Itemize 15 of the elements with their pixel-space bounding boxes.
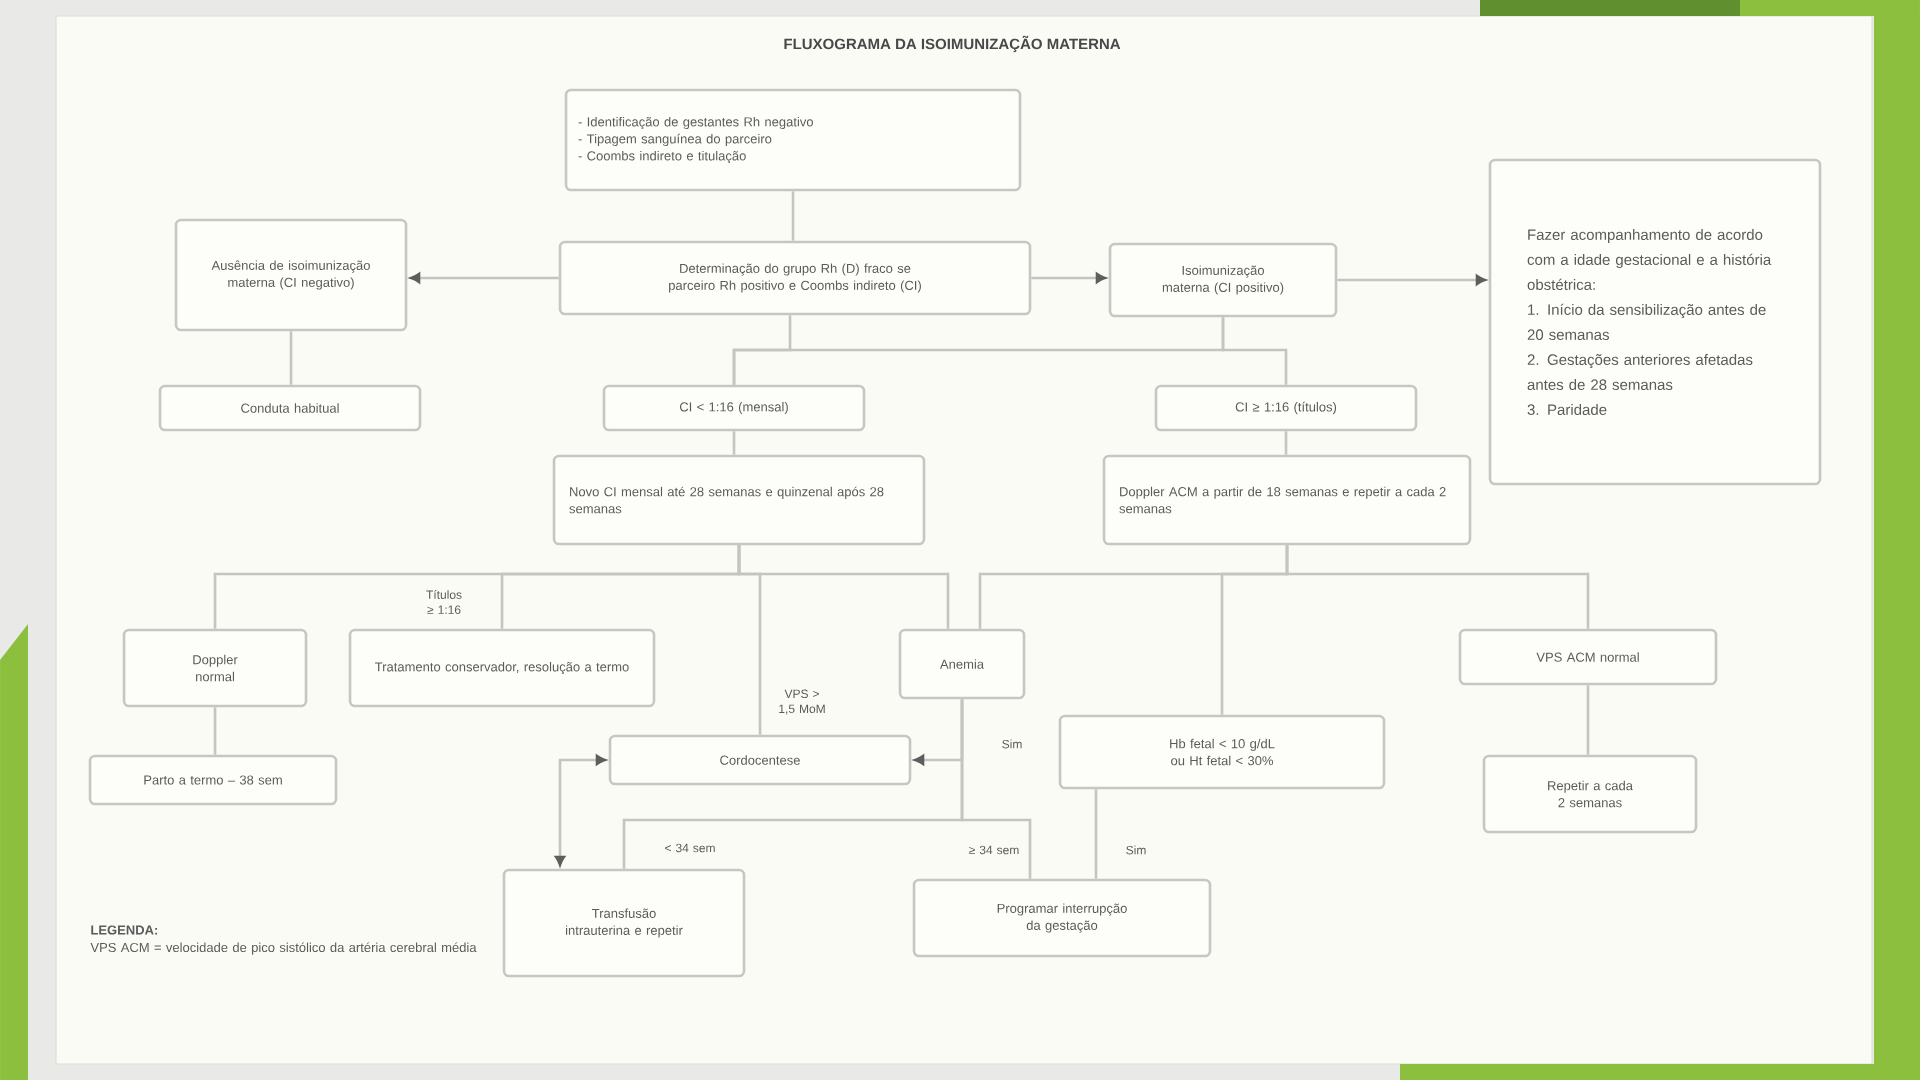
connector [1284,431,1288,455]
connector [732,431,736,455]
double-arrow [554,754,606,866]
connector [960,699,1032,879]
arrow [1337,274,1486,286]
connector [289,331,293,385]
connector [213,707,217,755]
connector [1221,317,1288,385]
connector [737,545,950,629]
connector [1586,685,1590,755]
arrow [1031,272,1106,284]
arrow [410,272,559,284]
connector [1094,789,1098,879]
connector [791,191,795,241]
connector [1285,545,1590,629]
